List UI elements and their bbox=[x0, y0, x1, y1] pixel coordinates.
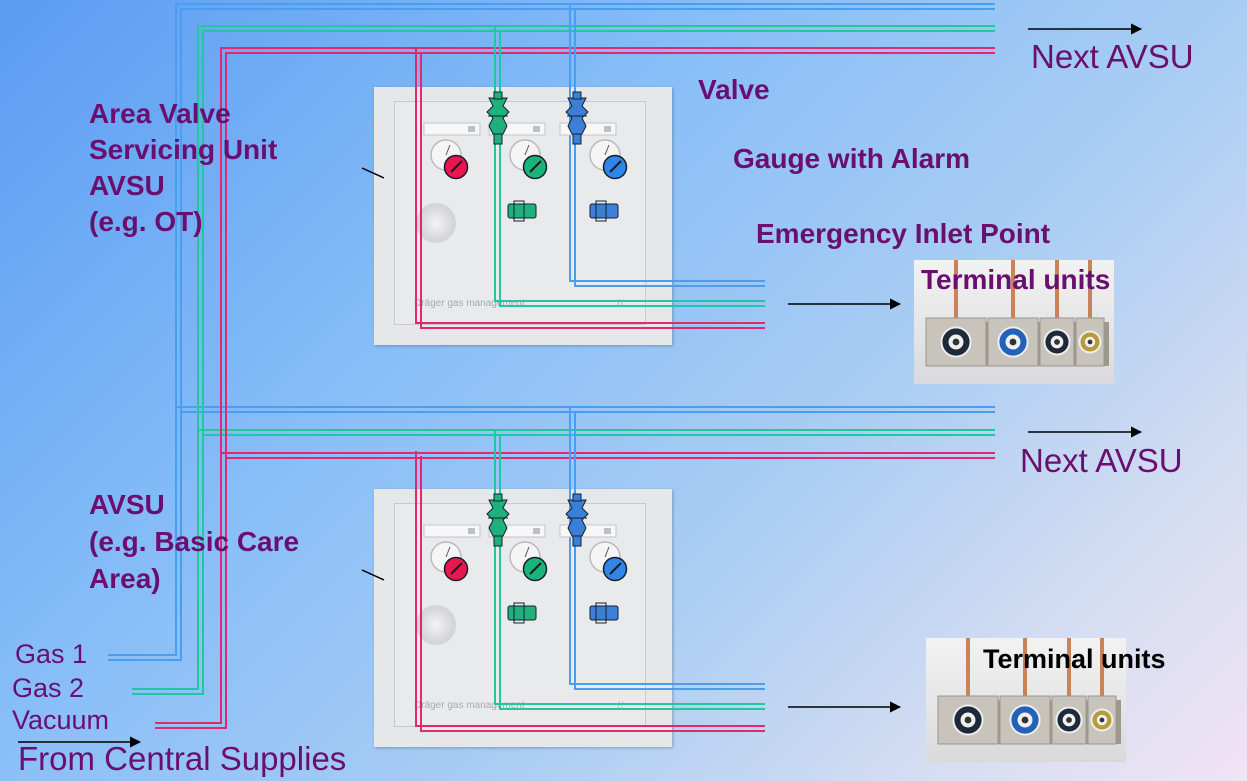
avsu-basic-line-3: Area) bbox=[89, 563, 161, 594]
terminal-units-photo-bottom bbox=[926, 638, 1126, 762]
gauge-label-strip bbox=[423, 524, 481, 538]
pointer-line bbox=[361, 569, 385, 581]
gauge-icon bbox=[589, 139, 628, 180]
terminal-outlet-icon bbox=[937, 638, 1003, 745]
avsu-ot-line-4: (e.g. OT) bbox=[89, 206, 203, 237]
emergency-inlet-icon bbox=[589, 200, 619, 222]
terminal-units-label-top: Terminal units bbox=[921, 264, 1111, 295]
avsu-basic-line-2: (e.g. Basic Care bbox=[89, 526, 300, 557]
next-avsu-label-top: Next AVSU bbox=[1031, 38, 1194, 75]
terminal-units-label-bottom: Terminal units bbox=[983, 644, 1166, 674]
gas2-label: Gas 2 bbox=[12, 673, 85, 703]
vacuum-label: Vacuum bbox=[12, 705, 110, 735]
emergency-inlet-point-label: Emergency Inlet Point bbox=[756, 218, 1051, 249]
emergency-inlet-icon bbox=[507, 200, 537, 222]
vacuum-branch-basic bbox=[415, 451, 765, 732]
terminal-outlet-icon bbox=[1087, 638, 1121, 745]
panel-brand: Dräger gas management bbox=[414, 298, 525, 309]
gas2-pipeline bbox=[132, 25, 995, 695]
valve-label: Valve bbox=[698, 74, 770, 105]
terminal-outlet-icon bbox=[1051, 638, 1091, 745]
gauge-icon bbox=[509, 139, 548, 180]
avsu-ot-line-2: Servicing Unit bbox=[89, 134, 278, 165]
avsu-ot-label: Area Valve Servicing Unit AVSU (e.g. OT) bbox=[89, 96, 277, 240]
gauge-icon bbox=[509, 541, 548, 582]
pointer-line bbox=[361, 167, 385, 179]
avsu-ot-line-1: Area Valve bbox=[89, 98, 231, 129]
emergency-inlet-icon bbox=[589, 602, 619, 624]
avsu-basic-label: AVSU (e.g. Basic Care Area) bbox=[89, 486, 299, 597]
gauge-with-alarm-label: Gauge with Alarm bbox=[733, 143, 971, 174]
valve-icon bbox=[565, 493, 589, 547]
gauge-icon bbox=[430, 541, 469, 582]
panel-mark: ⟨⟨ bbox=[616, 298, 624, 308]
emergency-inlet-icon bbox=[416, 605, 456, 645]
terminal-outlet-icon bbox=[1075, 260, 1109, 367]
next-avsu-label-mid: Next AVSU bbox=[1020, 442, 1183, 479]
gauge-icon bbox=[589, 541, 628, 582]
vacuum-branch-ot bbox=[415, 48, 765, 329]
valve-icon bbox=[486, 91, 510, 145]
avsu-ot-line-3: AVSU bbox=[89, 170, 165, 201]
valve-icon bbox=[486, 493, 510, 547]
valve-icon bbox=[565, 91, 589, 145]
panel-brand: Dräger gas management bbox=[414, 700, 525, 711]
avsu-basic-line-1: AVSU bbox=[89, 489, 165, 520]
gas1-label: Gas 1 bbox=[15, 639, 88, 669]
from-central-supplies-label: From Central Supplies bbox=[18, 740, 347, 777]
gauge-label-strip bbox=[423, 122, 481, 136]
terminal-units-photo-top bbox=[914, 260, 1114, 384]
gas1-pipeline bbox=[108, 3, 995, 661]
emergency-inlet-icon bbox=[507, 602, 537, 624]
gauge-icon bbox=[430, 139, 469, 180]
emergency-inlet-icon bbox=[416, 203, 456, 243]
arrows bbox=[18, 23, 1143, 748]
vacuum-pipeline bbox=[155, 47, 995, 729]
